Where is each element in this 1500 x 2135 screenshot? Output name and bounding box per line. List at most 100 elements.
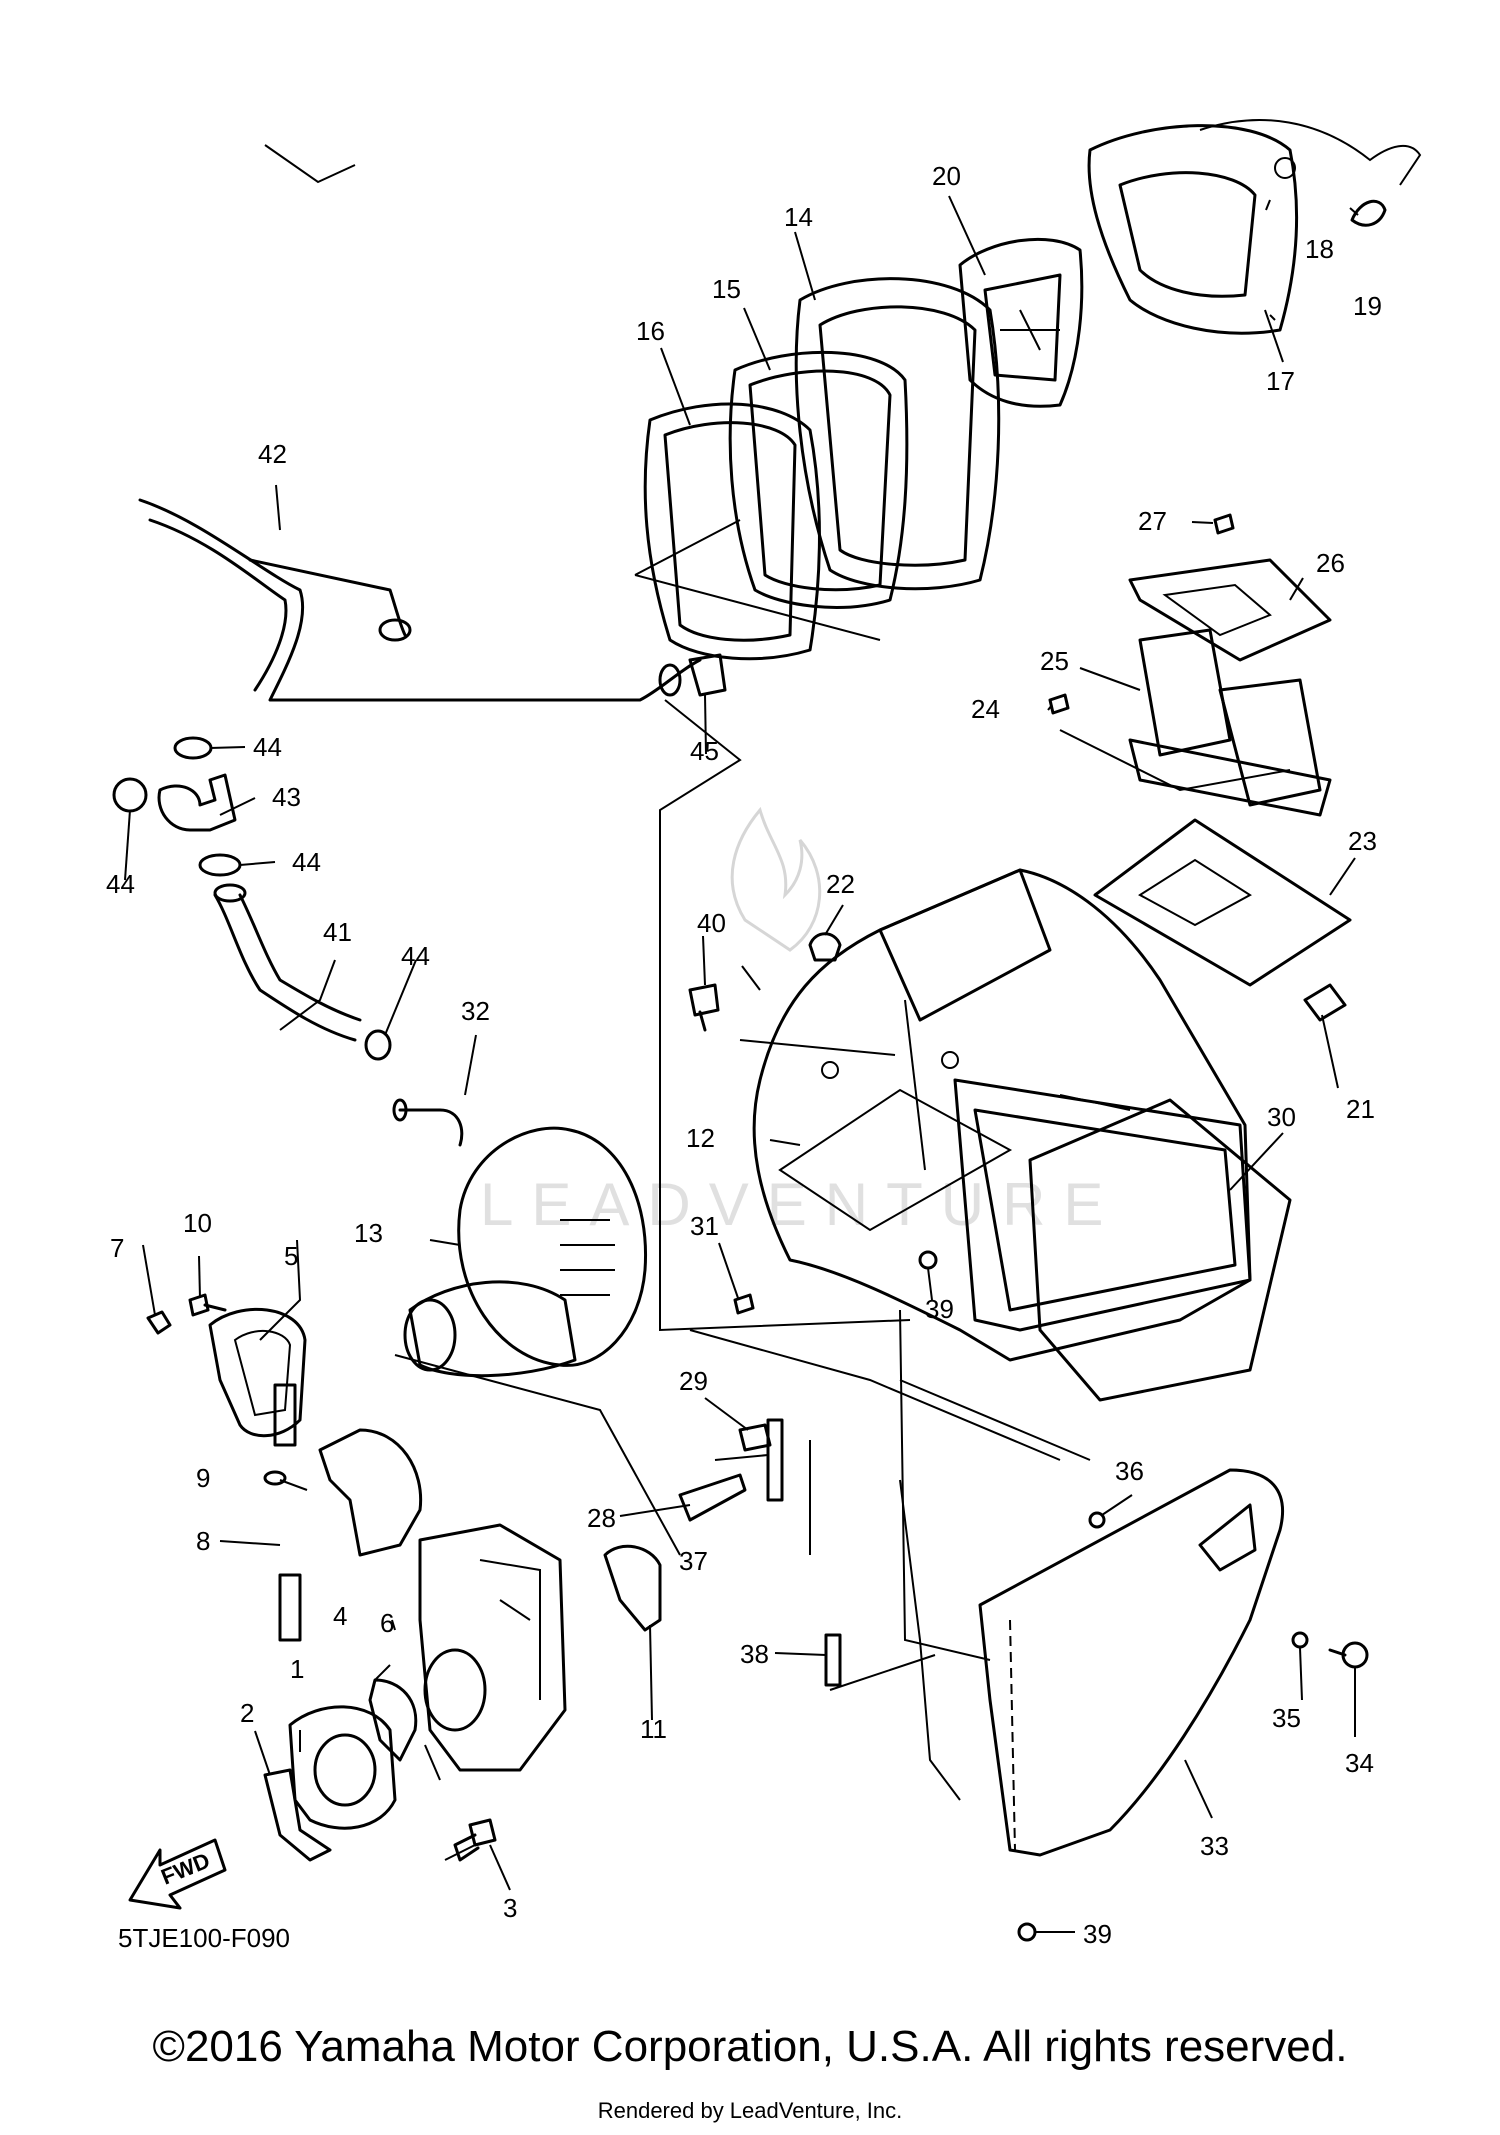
callout-30: 30	[1267, 1102, 1296, 1132]
part-band-16[interactable]	[643, 402, 821, 661]
diagram-code: 5TJE100-F090	[118, 1923, 290, 1953]
callout-17: 17	[1266, 366, 1295, 396]
part-reed-valve-25[interactable]	[1128, 628, 1332, 817]
callout-40: 40	[697, 908, 726, 938]
part-airbox-cover-17[interactable]	[1087, 119, 1422, 335]
callout-26: 26	[1316, 548, 1345, 578]
part-joint-26[interactable]	[1128, 558, 1332, 662]
part-clamp-4[interactable]	[368, 1678, 418, 1762]
callout-labels: 1 2 3 4 5 6 7 8 9 10 11 12 13 14 15 16 1…	[106, 161, 1382, 1949]
part-clip-21[interactable]	[1303, 983, 1347, 1022]
rendered-by-notice: Rendered by LeadVenture, Inc.	[597, 2098, 903, 2123]
callout-3: 3	[503, 1893, 517, 1923]
part-manifold-1[interactable]	[288, 1705, 397, 1830]
callout-39b: 39	[1083, 1919, 1112, 1949]
callout-32: 32	[461, 996, 490, 1026]
part-washer-35[interactable]	[1291, 1631, 1309, 1649]
part-screw-34[interactable]	[1328, 1641, 1369, 1669]
callout-23: 23	[1348, 826, 1377, 856]
part-holder-45[interactable]	[688, 653, 727, 697]
part-bolt-3[interactable]	[453, 1818, 497, 1862]
part-clamps-44[interactable]	[112, 736, 392, 1061]
callout-21: 21	[1346, 1094, 1375, 1124]
callout-19: 19	[1353, 291, 1382, 321]
part-clamp-11[interactable]	[603, 1544, 662, 1632]
part-gasket-6[interactable]	[318, 1428, 423, 1557]
part-clip-7[interactable]	[146, 1310, 172, 1335]
callout-12: 12	[686, 1123, 715, 1153]
callout-45: 45	[690, 736, 719, 766]
callout-15: 15	[712, 274, 741, 304]
part-pin-37[interactable]	[766, 1418, 784, 1502]
callout-44d: 44	[401, 941, 430, 971]
callout-24: 24	[971, 694, 1000, 724]
part-carburetor[interactable]	[418, 1523, 567, 1772]
part-screw-27[interactable]	[1213, 513, 1235, 535]
watermark: LEADVENTURE	[480, 806, 1121, 1238]
callout-44b: 44	[106, 869, 135, 899]
part-bolt-40[interactable]	[688, 983, 720, 1032]
callout-25: 25	[1040, 646, 1069, 676]
part-clip-19[interactable]	[1350, 199, 1387, 227]
part-bolt-10[interactable]	[188, 1293, 227, 1317]
callout-35: 35	[1272, 1703, 1301, 1733]
fwd-arrow: FWD	[128, 1838, 227, 1910]
part-grommet-22[interactable]	[808, 932, 842, 962]
callout-4: 4	[333, 1601, 347, 1631]
part-hose-32[interactable]	[392, 1098, 464, 1147]
callout-8: 8	[196, 1526, 210, 1556]
callout-42: 42	[258, 439, 287, 469]
part-air-duct-13[interactable]	[403, 1126, 648, 1378]
part-air-filter-14[interactable]	[794, 277, 1001, 591]
part-grommet-36[interactable]	[1088, 1511, 1106, 1529]
part-seal-30[interactable]	[1028, 1098, 1292, 1402]
assembly-lines	[394, 519, 1291, 1861]
callout-7: 7	[110, 1233, 124, 1263]
callout-11: 11	[640, 1714, 667, 1744]
callout-9: 9	[196, 1463, 210, 1493]
part-screw-31[interactable]	[733, 1293, 755, 1315]
part-side-cover-33[interactable]	[978, 1468, 1285, 1857]
callout-27: 27	[1138, 506, 1167, 536]
callout-29: 29	[679, 1366, 708, 1396]
copyright-notice: ©2016 Yamaha Motor Corporation, U.S.A. A…	[152, 2022, 1348, 2071]
callout-13: 13	[354, 1218, 383, 1248]
part-tube-28[interactable]	[678, 1473, 747, 1522]
callout-20: 20	[932, 161, 961, 191]
part-element-frame-20[interactable]	[958, 237, 1084, 408]
callout-33: 33	[1200, 1831, 1229, 1861]
callout-28: 28	[587, 1503, 616, 1533]
callout-38: 38	[740, 1639, 769, 1669]
callout-41: 41	[323, 917, 352, 947]
part-gasket-15[interactable]	[728, 350, 909, 609]
part-joint-43[interactable]	[157, 773, 237, 832]
part-plate-23[interactable]	[1093, 818, 1352, 987]
callout-44a: 44	[253, 732, 282, 762]
callout-10: 10	[183, 1208, 212, 1238]
callout-1: 1	[290, 1654, 304, 1684]
callout-14: 14	[784, 202, 813, 232]
callout-2: 2	[240, 1698, 254, 1728]
callout-43: 43	[272, 782, 301, 812]
part-hose-8[interactable]	[273, 1383, 302, 1642]
part-hose-41[interactable]	[213, 883, 362, 1042]
callout-44c: 44	[292, 847, 321, 877]
callout-36: 36	[1115, 1456, 1144, 1486]
callout-6: 6	[380, 1608, 394, 1638]
part-clip-9[interactable]	[263, 1470, 287, 1486]
part-pin-38[interactable]	[824, 1633, 842, 1687]
part-plate-2[interactable]	[263, 1768, 332, 1862]
part-screw-24[interactable]	[1048, 693, 1070, 715]
callout-34: 34	[1345, 1748, 1374, 1778]
callout-16: 16	[636, 316, 665, 346]
part-breather-hose-42[interactable]	[138, 498, 702, 702]
callout-leaders	[124, 144, 1359, 1933]
part-joint-5[interactable]	[208, 1307, 307, 1438]
callout-37: 37	[679, 1546, 708, 1576]
callout-31: 31	[690, 1211, 719, 1241]
part-clamp-29[interactable]	[738, 1423, 772, 1452]
callout-22: 22	[826, 869, 855, 899]
svg-text:LEADVENTURE: LEADVENTURE	[480, 1171, 1121, 1238]
part-damper-39[interactable]	[918, 1250, 1037, 1942]
